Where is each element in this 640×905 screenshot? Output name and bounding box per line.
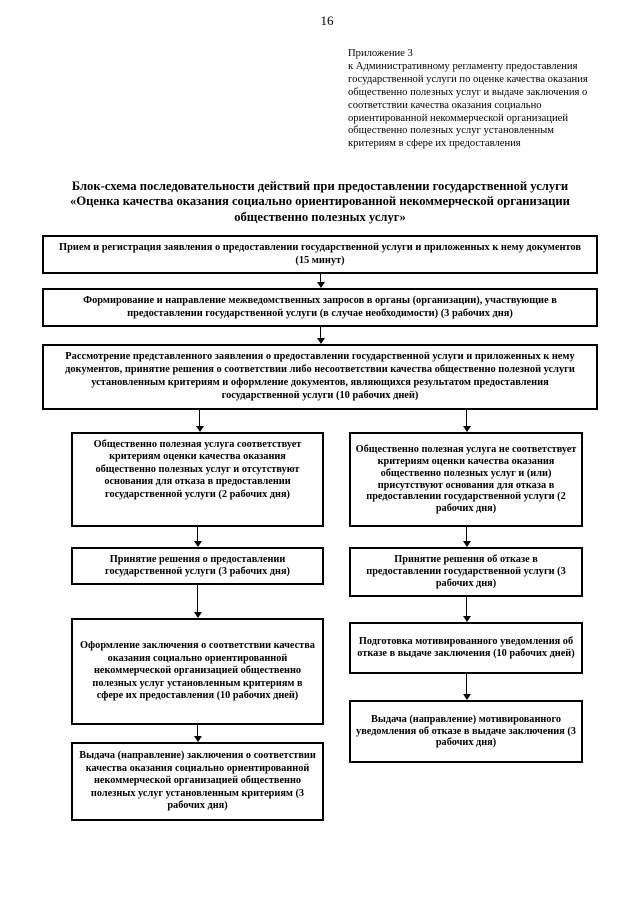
- flow-box-application-reception: Прием и регистрация заявления о предоста…: [42, 235, 598, 274]
- arrow-down-icon: [193, 724, 202, 742]
- arrow-down-icon: [462, 409, 471, 432]
- flow-box-decision-to-refuse: Принятие решения об отказе в предоставле…: [349, 547, 583, 597]
- flow-box-service-meets-criteria: Общественно полезная услуга соответствуе…: [71, 432, 324, 527]
- arrow-down-icon: [316, 326, 325, 344]
- page-number: 16: [320, 13, 334, 28]
- arrow-down-icon: [462, 526, 471, 547]
- appendix-reference: Приложение 3 к Административному регламе…: [348, 48, 588, 150]
- flow-box-service-fails-criteria: Общественно полезная услуга не соответст…: [349, 432, 583, 527]
- flow-box-refusal-notice-preparation: Подготовка мотивированного уведомления о…: [349, 622, 583, 674]
- flow-box-interagency-requests: Формирование и направление межведомствен…: [42, 288, 598, 327]
- flow-box-conclusion-preparation: Оформление заключения о соответствии кач…: [71, 618, 324, 725]
- arrow-down-icon: [316, 273, 325, 288]
- arrow-down-icon: [462, 596, 471, 622]
- flowchart-title: Блок-схема последовательности действий п…: [70, 179, 570, 224]
- arrow-down-icon: [195, 409, 204, 432]
- flow-box-conclusion-issue: Выдача (направление) заключения о соотве…: [71, 742, 324, 821]
- arrow-down-icon: [193, 526, 202, 547]
- arrow-down-icon: [462, 673, 471, 700]
- flow-box-application-review: Рассмотрение представленного заявления о…: [42, 344, 598, 410]
- flow-box-refusal-notice-issue: Выдача (направление) мотивированного уве…: [349, 700, 583, 763]
- arrow-down-icon: [193, 584, 202, 618]
- flow-box-decision-to-grant: Принятие решения о предоставлении госуда…: [71, 547, 324, 585]
